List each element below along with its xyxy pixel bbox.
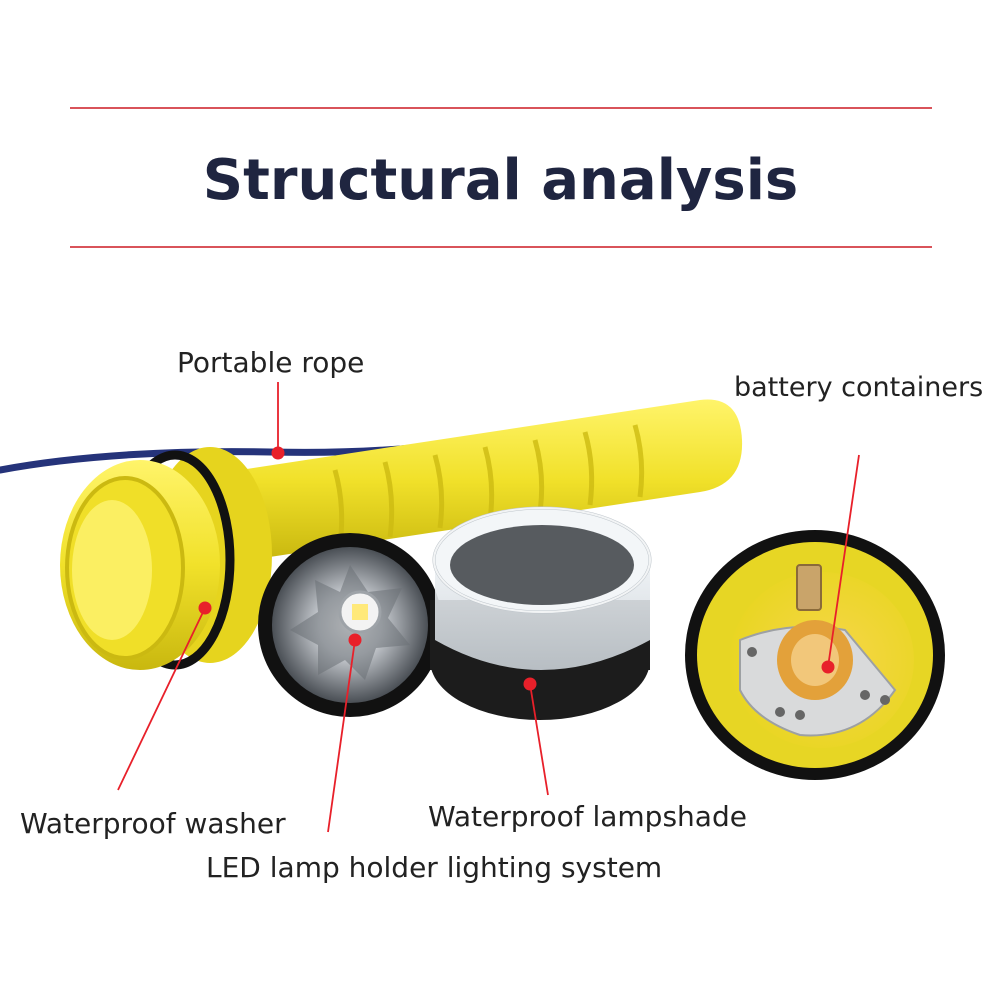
- battery-marker: [821, 660, 835, 674]
- led-marker: [348, 633, 362, 647]
- bottom-divider: [70, 246, 932, 248]
- label-waterproof-washer: Waterproof washer: [20, 807, 286, 840]
- page-title: Structural analysis: [202, 148, 799, 213]
- rope-marker: [271, 446, 285, 460]
- washer-marker: [198, 601, 212, 615]
- label-waterproof-lampshade: Waterproof lampshade: [428, 800, 747, 833]
- label-led-lamp-holder: LED lamp holder lighting system: [206, 851, 663, 884]
- top-divider: [70, 107, 932, 109]
- label-battery-containers: battery containers: [734, 372, 984, 403]
- flashlight-body-illustration: [60, 399, 743, 670]
- leader-lines: [117, 382, 860, 833]
- led-head-illustration: [258, 533, 442, 717]
- battery-cap-illustration: [685, 530, 945, 780]
- marker-dots: [198, 446, 835, 691]
- lampshade-marker: [523, 677, 537, 691]
- lampshade-illustration: [430, 506, 652, 720]
- label-portable-rope: Portable rope: [177, 346, 365, 379]
